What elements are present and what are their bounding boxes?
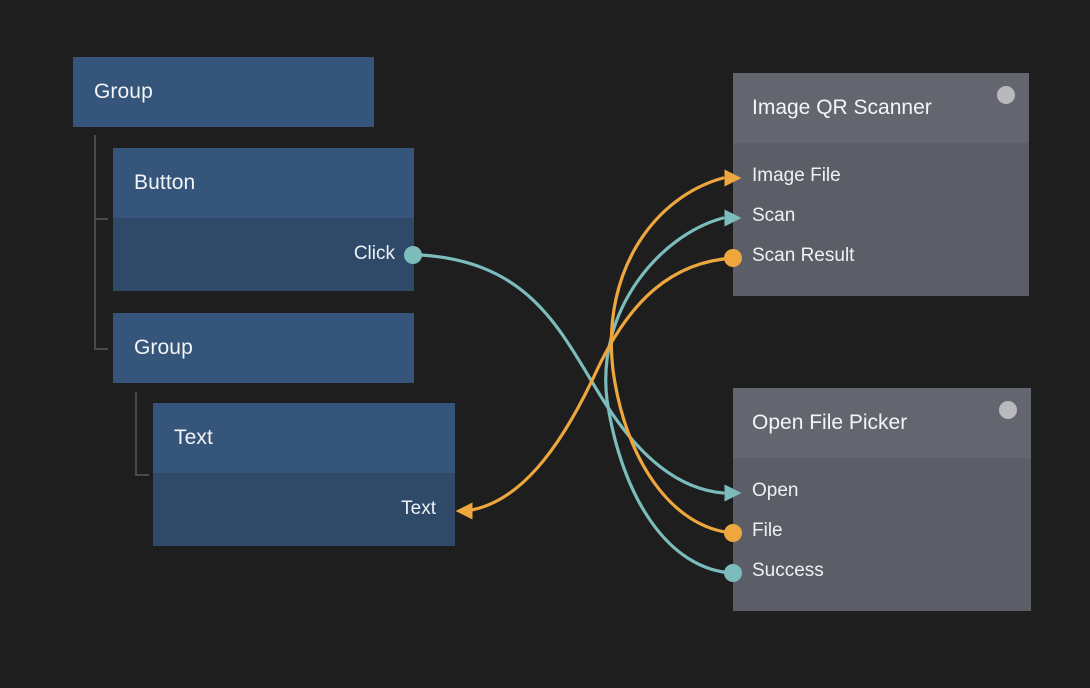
widget-header[interactable]: Group xyxy=(113,313,414,383)
collapse-dot-icon[interactable] xyxy=(999,401,1017,419)
port-label-image-file: Image File xyxy=(752,165,841,186)
widget-node-text[interactable]: Text Text xyxy=(153,403,455,546)
port-label-scan: Scan xyxy=(752,205,796,226)
action-header[interactable]: Open File Picker xyxy=(733,388,1031,458)
port-label-click: Click xyxy=(353,243,395,264)
action-body: Open File Success xyxy=(733,458,1031,611)
port-label-file: File xyxy=(752,520,783,541)
tree-connector-vertical xyxy=(135,392,137,474)
port-row-scan[interactable]: Scan xyxy=(752,205,795,227)
action-title: Open File Picker xyxy=(752,411,908,434)
port-row-image-file[interactable]: Image File xyxy=(752,165,841,187)
widget-body: Text xyxy=(153,473,455,546)
widget-title: Group xyxy=(94,80,153,103)
action-header[interactable]: Image QR Scanner xyxy=(733,73,1029,143)
action-node-open-file-picker[interactable]: Open File Picker Open File Success xyxy=(733,388,1031,611)
action-title: Image QR Scanner xyxy=(752,96,932,119)
port-marker-text xyxy=(455,502,473,520)
port-row-file[interactable]: File xyxy=(752,520,783,542)
port-row-text[interactable]: Text xyxy=(401,498,436,520)
widget-node-button[interactable]: Button Click xyxy=(113,148,414,291)
widget-title: Text xyxy=(174,426,213,449)
widget-node-group-1[interactable]: Group xyxy=(73,57,374,127)
tree-connector-stub xyxy=(94,218,108,220)
tree-connector-stub xyxy=(94,348,108,350)
collapse-dot-icon[interactable] xyxy=(997,86,1015,104)
port-label-text: Text xyxy=(401,498,436,519)
port-row-click[interactable]: Click xyxy=(354,243,395,265)
port-row-success[interactable]: Success xyxy=(752,560,824,582)
port-label-success: Success xyxy=(752,560,824,581)
connection-wire-scanresult-to-text xyxy=(463,256,735,513)
connection-wire-success-to-scan xyxy=(604,216,735,575)
port-label-open: Open xyxy=(752,480,799,501)
connection-wire-click-to-open xyxy=(419,253,725,495)
widget-title: Button xyxy=(134,171,196,194)
widget-header[interactable]: Group xyxy=(73,57,374,127)
widget-node-group-2[interactable]: Group xyxy=(113,313,414,383)
widget-header[interactable]: Text xyxy=(153,403,455,473)
tree-connector-vertical xyxy=(94,135,96,348)
action-node-image-qr-scanner[interactable]: Image QR Scanner Image File Scan Scan Re… xyxy=(733,73,1029,296)
widget-title: Group xyxy=(134,336,193,359)
port-row-scan-result[interactable]: Scan Result xyxy=(752,245,854,267)
widget-body: Click xyxy=(113,218,414,291)
port-row-open[interactable]: Open xyxy=(752,480,798,502)
widget-header[interactable]: Button xyxy=(113,148,414,218)
port-label-scan-result: Scan Result xyxy=(752,245,855,266)
connection-wire-file-to-imagefile xyxy=(609,176,735,535)
action-body: Image File Scan Scan Result xyxy=(733,143,1029,296)
tree-connector-stub xyxy=(135,474,149,476)
